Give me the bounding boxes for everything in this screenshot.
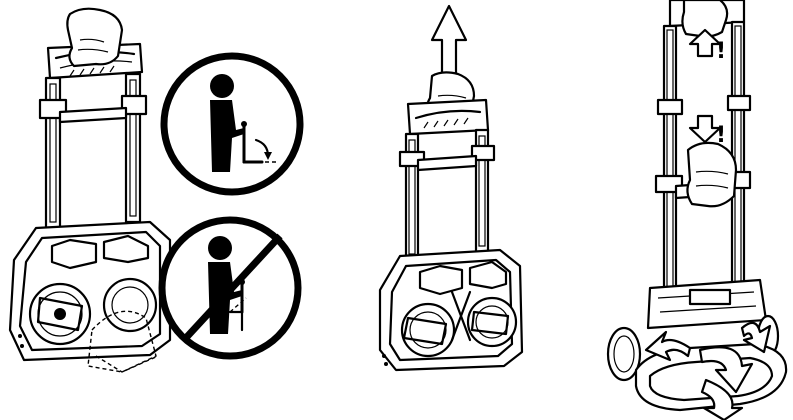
- hand-truck-folded: [380, 100, 522, 370]
- hand-pressing-button-icon: [687, 143, 736, 206]
- warn-up-mark: !: [716, 39, 726, 64]
- hand-on-handle-icon: [67, 9, 122, 66]
- person-with-hand-truck-allowed-icon: [164, 56, 300, 192]
- hand-truck-folded: [10, 44, 170, 360]
- person-with-hand-truck-prohibited-icon: [162, 220, 298, 356]
- warn-down-mark: !: [716, 123, 726, 148]
- panel-3-extend-and-open: ! !: [608, 0, 786, 420]
- panel-2-lift-handle: [380, 6, 522, 370]
- panel-1-unfold-warning: [10, 9, 300, 372]
